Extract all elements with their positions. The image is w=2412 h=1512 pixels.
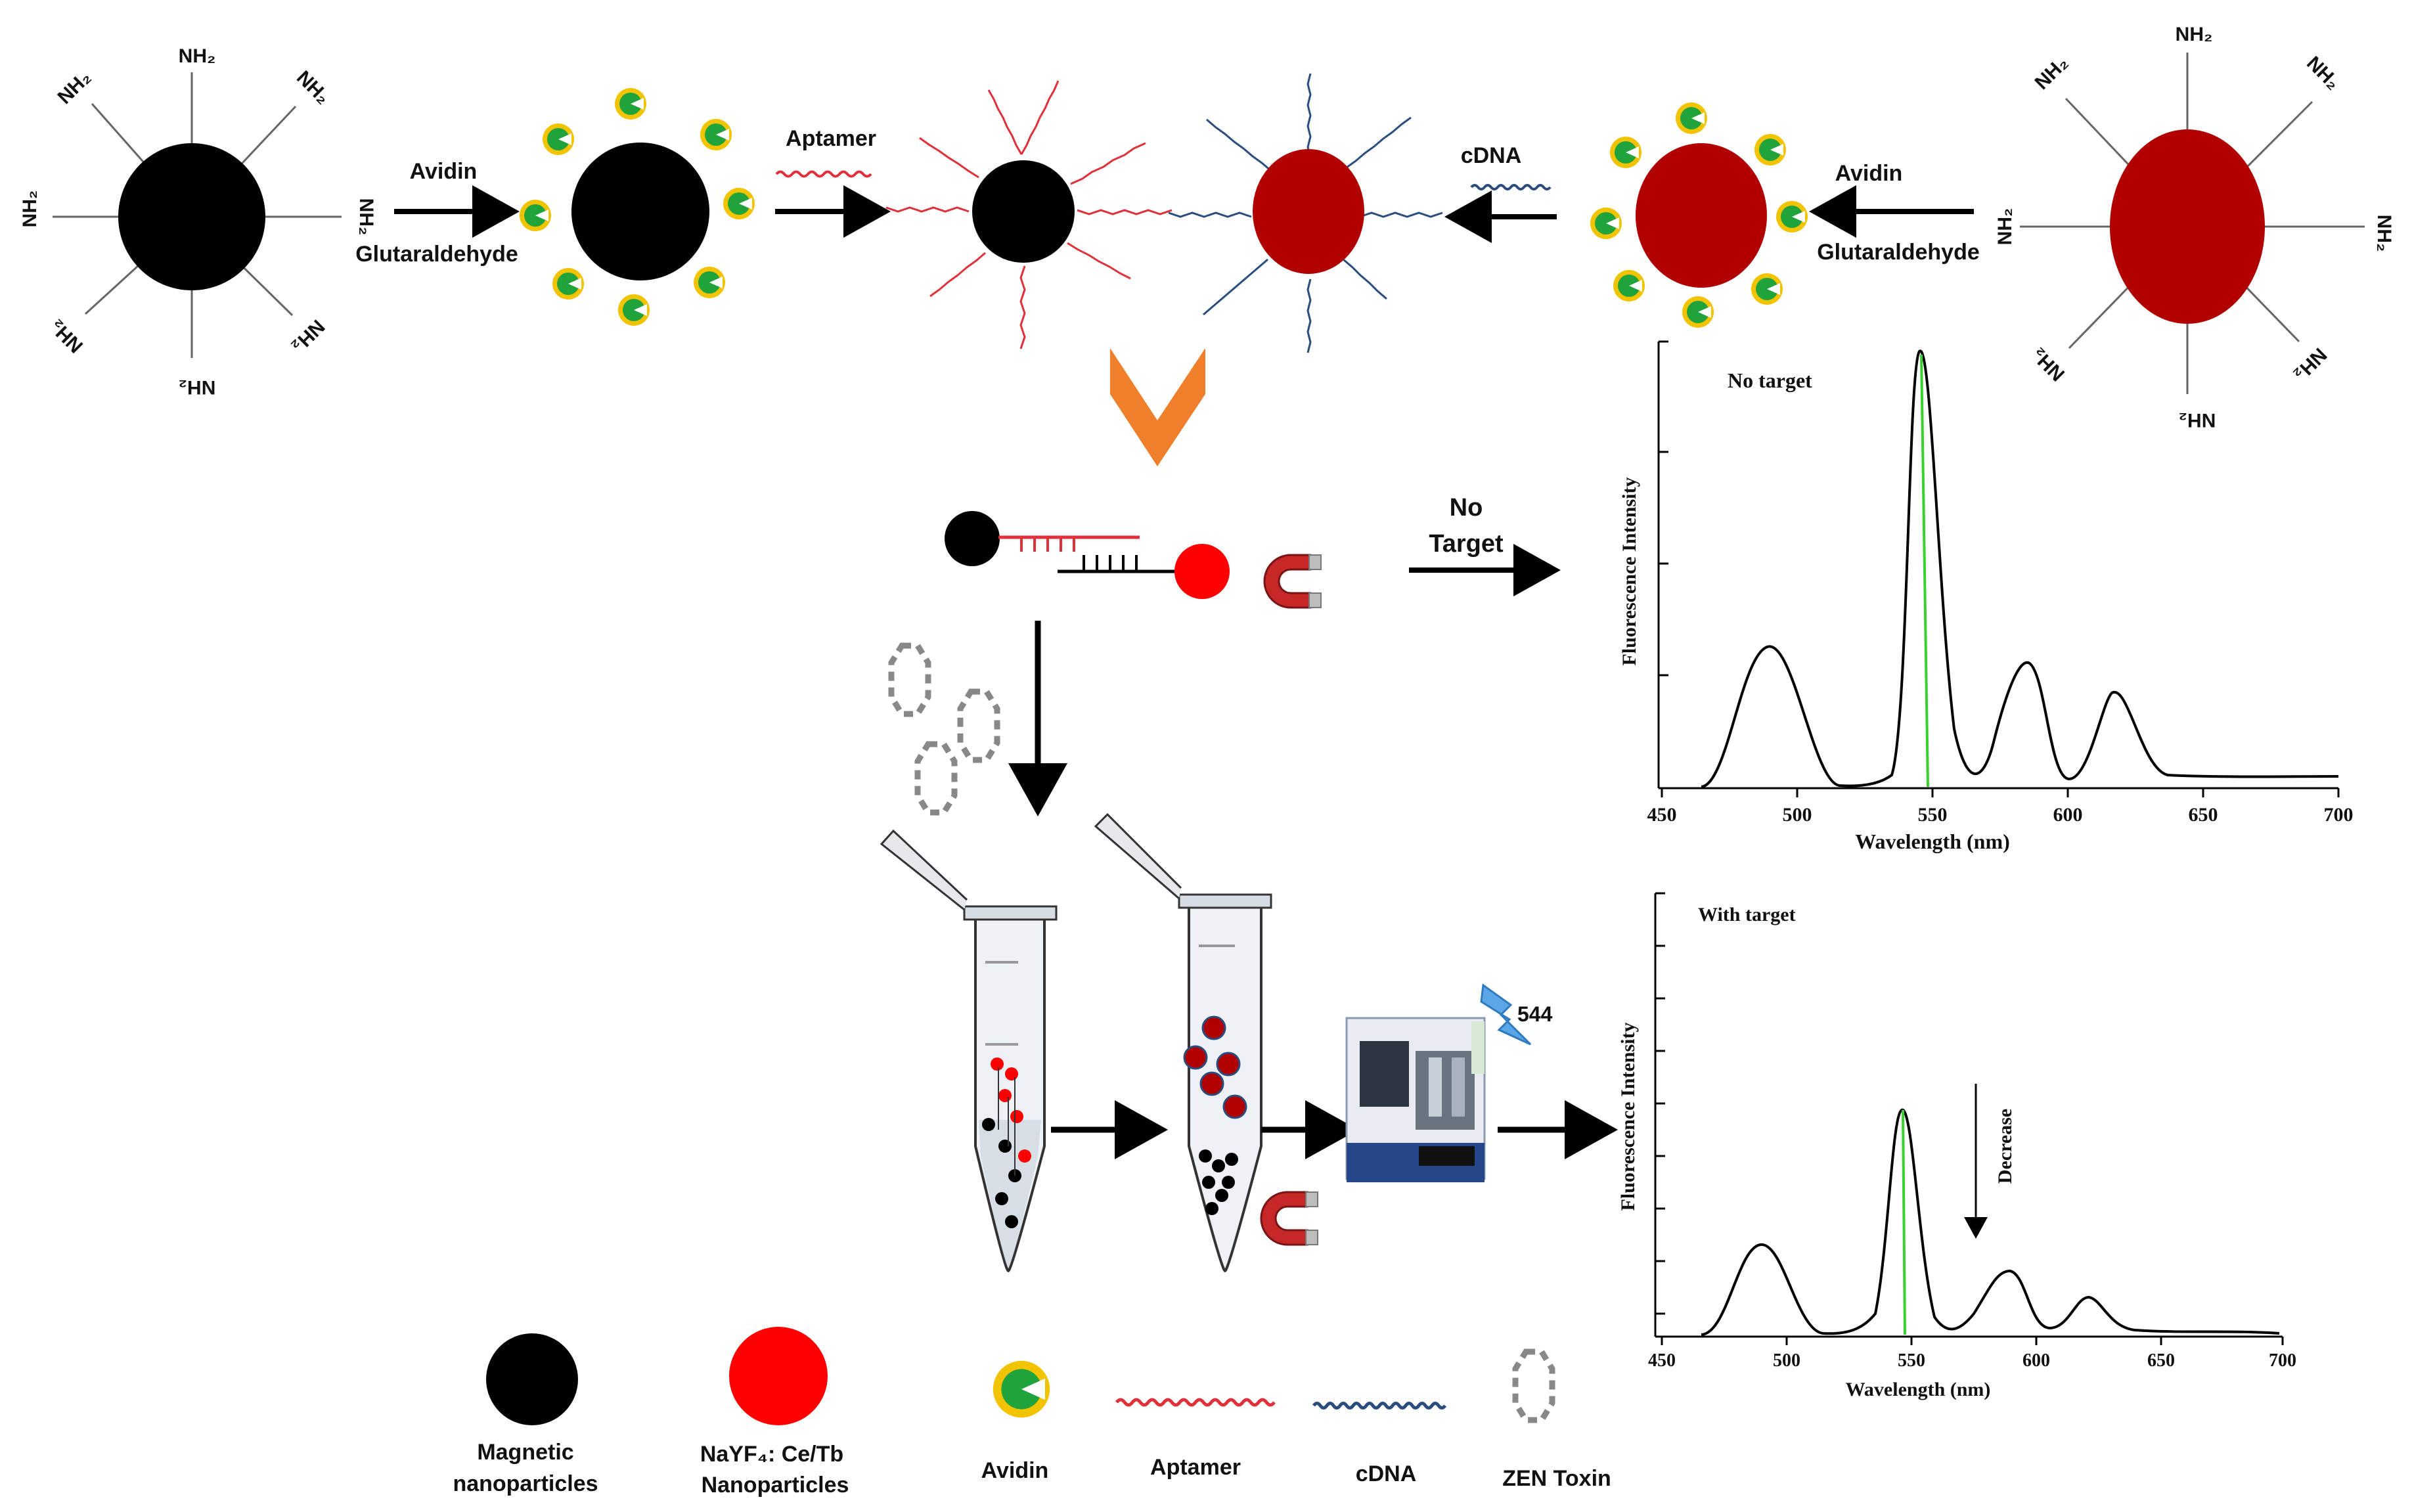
zen-toxin-group	[891, 646, 997, 812]
label-glutaraldehyde-right: Glutaraldehyde	[1817, 240, 1980, 265]
legend-cdna-label: cDNA	[1356, 1461, 1417, 1486]
spectrum-no-target	[1657, 340, 2340, 797]
magnetic-np-aptamer	[885, 80, 1172, 349]
label-target: Target	[1429, 530, 1504, 558]
ucnp-avidin	[1590, 102, 1808, 328]
svg-text:450: 450	[1647, 804, 1677, 826]
svg-text:NH₂: NH₂	[287, 315, 328, 357]
svg-text:NH₂: NH₂	[19, 190, 41, 228]
lightning-icon	[1480, 983, 1532, 1046]
svg-text:NH₂: NH₂	[1994, 208, 2016, 246]
label-avidin-left: Avidin	[410, 159, 478, 184]
svg-text:500: 500	[1783, 804, 1812, 826]
ylabel-no-target: Fluorescence Intensity	[1619, 478, 1640, 666]
svg-text:450: 450	[1648, 1350, 1676, 1371]
svg-text:650: 650	[2147, 1350, 2175, 1371]
tube-2	[1094, 812, 1272, 1273]
label-no: No	[1450, 494, 1483, 522]
magnetic-np-amine	[53, 72, 342, 358]
legend-magnetic-swatch	[486, 1333, 578, 1425]
label-glutaraldehyde-left: Glutaraldehyde	[355, 242, 518, 267]
excitation-wavelength: 544	[1517, 1002, 1553, 1026]
legend-avidin-swatch	[993, 1360, 1050, 1418]
legend-nayf-line2: Nanoparticles	[702, 1473, 849, 1498]
legend-cdna-swatch	[1312, 1402, 1447, 1410]
svg-text:NH₂: NH₂	[2302, 53, 2344, 94]
legend-nayf-swatch	[729, 1327, 828, 1425]
xlabel-no-target: Wavelength (nm)	[1855, 830, 2010, 853]
svg-text:NH₂: NH₂	[54, 67, 95, 108]
legend-aptamer-label: Aptamer	[1150, 1455, 1241, 1480]
panel-title-no-target: No target	[1728, 368, 1812, 392]
svg-text:NH₂: NH₂	[179, 45, 216, 67]
hybrid-complex	[945, 511, 1230, 599]
tube-1	[880, 829, 1058, 1273]
svg-text:550: 550	[1898, 1350, 1925, 1371]
panel-title-with-target: With target	[1698, 904, 1796, 925]
x-ticks-with-target: 450 500 550 600 650 700	[1648, 1350, 2296, 1371]
ylabel-with-target: Fluorescence Intensity	[1617, 1023, 1639, 1211]
ucnp-cdna	[1168, 73, 1443, 353]
svg-text:NH₂: NH₂	[355, 198, 377, 236]
svg-text:NH₂: NH₂	[179, 376, 216, 398]
svg-text:550: 550	[1918, 804, 1948, 826]
label-avidin-right: Avidin	[1835, 161, 1903, 186]
x-ticks-no-target: 450 500 550 600 650 700	[1647, 804, 2354, 826]
label-aptamer: Aptamer	[786, 126, 876, 151]
svg-text:NH₂: NH₂	[292, 67, 334, 108]
fluorometer-instrument	[1345, 1017, 1486, 1182]
spectrum-with-target	[1654, 892, 2284, 1345]
svg-text:700: 700	[2269, 1350, 2296, 1371]
label-cdna: cDNA	[1461, 143, 1522, 168]
legend-magnetic-line2: nanoparticles	[453, 1471, 598, 1496]
legend-nayf-line1: NaYF₄: Ce/Tb	[700, 1442, 843, 1467]
svg-text:NH₂: NH₂	[2289, 344, 2331, 385]
xlabel-with-target: Wavelength (nm)	[1846, 1379, 1991, 1400]
svg-text:NH₂: NH₂	[2031, 53, 2072, 94]
svg-text:700: 700	[2324, 804, 2354, 826]
legend-aptamer-swatch	[1115, 1398, 1276, 1407]
svg-text:600: 600	[2022, 1350, 2050, 1371]
svg-text:NH₂: NH₂	[2028, 344, 2069, 385]
ucnp-amine	[2020, 53, 2365, 394]
svg-text:600: 600	[2053, 804, 2083, 826]
magnet-icon	[1263, 554, 1322, 609]
svg-text:NH₂: NH₂	[2179, 409, 2216, 431]
svg-text:NH₂: NH₂	[46, 315, 87, 357]
cdna-strand-icon	[1470, 184, 1552, 190]
annotation-decrease: Decrease	[1994, 1109, 2016, 1184]
svg-text:NH₂: NH₂	[2176, 24, 2213, 45]
chevron-down-icon	[1110, 348, 1205, 466]
svg-text:NH₂: NH₂	[2373, 215, 2395, 252]
magnetic-np-avidin	[520, 88, 755, 326]
magnet-icon	[1260, 1191, 1319, 1246]
svg-text:650: 650	[2189, 804, 2218, 826]
aptamer-strand-icon	[775, 170, 872, 178]
legend-zen-swatch	[1515, 1352, 1552, 1420]
legend-magnetic-line1: Magnetic	[477, 1440, 573, 1465]
legend-zen-label: ZEN Toxin	[1502, 1466, 1611, 1491]
legend: Magnetic nanoparticles NaYF₄: Ce/Tb Nano…	[453, 1327, 1611, 1498]
svg-text:500: 500	[1773, 1350, 1800, 1371]
legend-avidin-label: Avidin	[981, 1458, 1049, 1483]
